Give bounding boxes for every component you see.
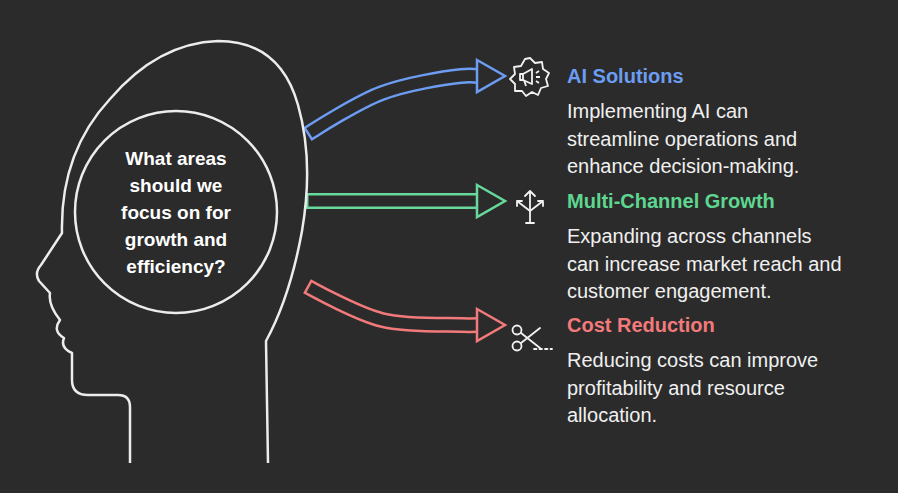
topic-body: Implementing AI can streamline operation…	[567, 98, 845, 181]
question-text: What areas should we focus on for growth…	[107, 145, 245, 280]
arrow-head	[477, 185, 505, 217]
topic-heading: Multi-Channel Growth	[567, 187, 845, 215]
block-arrow	[314, 185, 505, 217]
topic-body: Expanding across channels can increase m…	[567, 223, 845, 306]
arrow-body-fill	[314, 76, 479, 130]
topic-node: Cost ReductionReducing costs can improve…	[505, 311, 845, 430]
block-arrow	[314, 290, 505, 341]
arrow-body-fill	[314, 290, 479, 325]
arrow-head	[477, 60, 505, 92]
topic-body: Reducing costs can improve profitability…	[567, 347, 845, 430]
topic-node: Multi-Channel GrowthExpanding across cha…	[505, 187, 845, 306]
split-arrows-icon	[517, 191, 543, 223]
head-silhouette	[37, 41, 307, 463]
topic-heading: Cost Reduction	[567, 311, 845, 339]
arrow-head	[477, 309, 505, 341]
block-arrow	[314, 60, 505, 130]
arrow-body-outline	[314, 76, 479, 130]
head-node: What areas should we focus on for growth…	[30, 35, 310, 465]
arrow-body-outline	[314, 193, 479, 209]
ai-badge-icon	[510, 58, 549, 96]
topic-node: AI SolutionsImplementing AI can streamli…	[505, 62, 845, 181]
arrow-body-fill	[314, 196, 479, 207]
head-outline	[30, 35, 310, 465]
thought-circle	[75, 111, 277, 313]
topic-heading: AI Solutions	[567, 62, 845, 90]
arrow-body-outline	[314, 290, 479, 325]
scissors-icon	[513, 326, 553, 351]
